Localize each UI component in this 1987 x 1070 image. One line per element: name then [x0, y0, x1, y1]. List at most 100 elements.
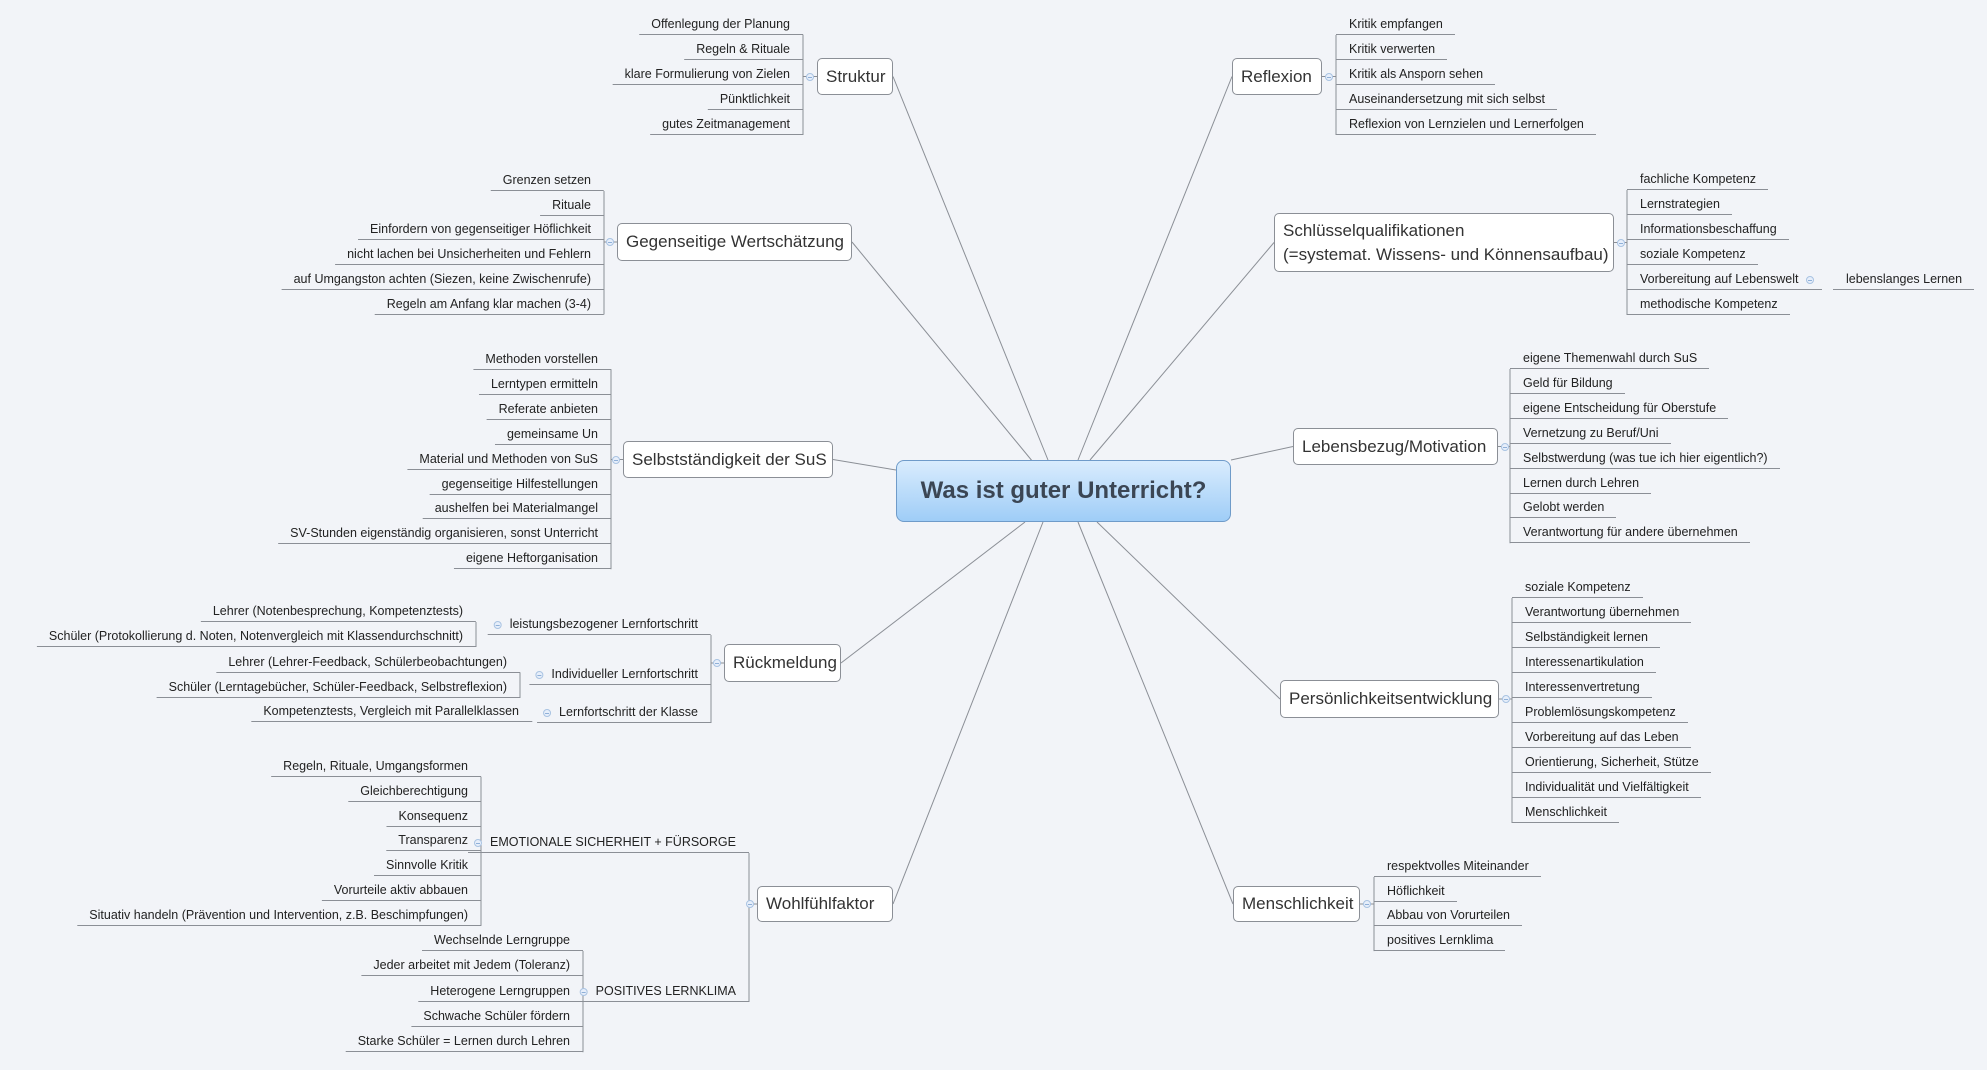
branch-wertschaetzung[interactable]: Gegenseitige Wertschätzung	[617, 223, 852, 261]
branch-reflexion[interactable]: Reflexion	[1232, 58, 1322, 95]
subtopic-wohlfuehlfaktor-0-4[interactable]: Sinnvolle Kritik	[374, 856, 481, 877]
collapse-toggle-icon[interactable]	[579, 988, 588, 996]
topic-wohlfuehlfaktor-0[interactable]: EMOTIONALE SICHERHEIT + FÜRSORGE	[468, 833, 749, 853]
topic-schluesselqualifikationen-5[interactable]: methodische Kompetenz	[1627, 295, 1790, 315]
central-topic[interactable]: Was ist guter Unterricht?	[896, 460, 1231, 522]
subtopic-wohlfuehlfaktor-0-3[interactable]: Transparenz	[386, 831, 481, 852]
topic-reflexion-3[interactable]: Auseinandersetzung mit sich selbst	[1336, 90, 1557, 110]
topic-selbststaendigkeit-1[interactable]: Lerntypen ermitteln	[478, 375, 611, 395]
collapse-toggle-icon[interactable]	[493, 621, 502, 629]
topic-rueckmeldung-2[interactable]: Lernfortschritt der Klasse	[537, 703, 711, 723]
topic-rueckmeldung-1[interactable]: Individueller Lernfortschritt	[529, 665, 711, 685]
collapse-toggle-icon[interactable]	[1501, 442, 1509, 451]
collapse-toggle-icon[interactable]	[1617, 238, 1625, 247]
topic-struktur-3[interactable]: Pünktlichkeit	[707, 90, 803, 110]
topic-persoenlichkeit-3[interactable]: Interessenartikulation	[1512, 653, 1656, 673]
subtopic-wohlfuehlfaktor-1-2[interactable]: Heterogene Lerngruppen	[418, 982, 583, 1002]
topic-menschlichkeit-1[interactable]: Höflichkeit	[1374, 882, 1457, 902]
subtopic-wohlfuehlfaktor-1-1[interactable]: Jeder arbeitet mit Jedem (Toleranz)	[361, 956, 583, 977]
topic-persoenlichkeit-2[interactable]: Selbständigkeit lernen	[1512, 628, 1660, 648]
topic-persoenlichkeit-0[interactable]: soziale Kompetenz	[1512, 578, 1643, 598]
subtopic-wohlfuehlfaktor-1-4[interactable]: Starke Schüler = Lernen durch Lehren	[345, 1032, 583, 1053]
branch-persoenlichkeit[interactable]: Persönlichkeitsentwicklung	[1280, 680, 1499, 718]
subtopic-rueckmeldung-1-0[interactable]: Lehrer (Lehrer-Feedback, Schülerbeobacht…	[216, 653, 520, 673]
topic-struktur-1[interactable]: Regeln & Rituale	[684, 40, 803, 60]
topic-lebensbezug-3[interactable]: Vernetzung zu Beruf/Uni	[1510, 424, 1671, 444]
subtopic-rueckmeldung-0-1[interactable]: Schüler (Protokollierung d. Noten, Noten…	[36, 627, 476, 647]
collapse-toggle-icon[interactable]	[1363, 900, 1371, 908]
topic-menschlichkeit-3[interactable]: positives Lernklima	[1374, 931, 1506, 952]
topic-schluesselqualifikationen-3[interactable]: soziale Kompetenz	[1627, 245, 1758, 265]
topic-struktur-4[interactable]: gutes Zeitmanagement	[650, 115, 803, 135]
topic-reflexion-1[interactable]: Kritik verwerten	[1336, 40, 1448, 60]
topic-lebensbezug-7[interactable]: Verantwortung für andere übernehmen	[1510, 523, 1750, 544]
topic-schluesselqualifikationen-2[interactable]: Informationsbeschaffung	[1627, 220, 1789, 240]
collapse-toggle-icon[interactable]	[746, 900, 754, 908]
branch-wohlfuehlfaktor[interactable]: Wohlfühlfaktor	[757, 886, 893, 922]
topic-reflexion-4[interactable]: Reflexion von Lernzielen und Lernerfolge…	[1336, 115, 1596, 135]
branch-rueckmeldung[interactable]: Rückmeldung	[724, 644, 841, 682]
topic-wohlfuehlfaktor-1[interactable]: POSITIVES LERNKLIMA	[573, 982, 749, 1002]
subtopic-rueckmeldung-0-0[interactable]: Lehrer (Notenbesprechung, Kompetenztests…	[200, 602, 476, 622]
topic-menschlichkeit-2[interactable]: Abbau von Vorurteilen	[1374, 906, 1523, 927]
topic-wertschaetzung-0[interactable]: Grenzen setzen	[490, 171, 604, 191]
topic-persoenlichkeit-6[interactable]: Vorbereitung auf das Leben	[1512, 728, 1691, 748]
subtopic-wohlfuehlfaktor-0-1[interactable]: Gleichberechtigung	[348, 782, 481, 802]
topic-persoenlichkeit-8[interactable]: Individualität und Vielfältigkeit	[1512, 778, 1701, 798]
topic-lebensbezug-4[interactable]: Selbstwerdung (was tue ich hier eigentli…	[1510, 449, 1780, 469]
collapse-toggle-icon[interactable]	[543, 709, 552, 717]
topic-schluesselqualifikationen-0[interactable]: fachliche Kompetenz	[1627, 170, 1769, 190]
topic-struktur-0[interactable]: Offenlegung der Planung	[639, 15, 803, 35]
topic-lebensbezug-0[interactable]: eigene Themenwahl durch SuS	[1510, 349, 1710, 369]
topic-reflexion-2[interactable]: Kritik als Ansporn sehen	[1336, 65, 1496, 85]
topic-selbststaendigkeit-6[interactable]: aushelfen bei Materialmangel	[422, 499, 611, 520]
topic-reflexion-0[interactable]: Kritik empfangen	[1336, 15, 1455, 35]
collapse-toggle-icon[interactable]	[474, 839, 482, 847]
topic-wertschaetzung-4[interactable]: auf Umgangston achten (Siezen, keine Zwi…	[281, 270, 604, 290]
collapse-toggle-icon[interactable]	[713, 659, 721, 667]
topic-wertschaetzung-2[interactable]: Einfordern von gegenseitiger Höflichkeit	[358, 220, 604, 241]
topic-rueckmeldung-0[interactable]: leistungsbezogener Lernfortschritt	[487, 615, 711, 635]
subtopic-schluesselqualifikationen-4-0[interactable]: lebenslanges Lernen	[1833, 270, 1975, 290]
topic-struktur-2[interactable]: klare Formulierung von Zielen	[612, 65, 803, 85]
branch-lebensbezug[interactable]: Lebensbezug/Motivation	[1293, 428, 1498, 465]
collapse-toggle-icon[interactable]	[1806, 276, 1815, 284]
branch-menschlichkeit[interactable]: Menschlichkeit	[1233, 886, 1360, 922]
subtopic-rueckmeldung-2-0[interactable]: Kompetenztests, Vergleich mit Parallelkl…	[251, 702, 532, 722]
topic-schluesselqualifikationen-4[interactable]: Vorbereitung auf Lebenswelt	[1627, 270, 1823, 290]
topic-selbststaendigkeit-2[interactable]: Referate anbieten	[486, 400, 611, 420]
subtopic-wohlfuehlfaktor-0-0[interactable]: Regeln, Rituale, Umgangsformen	[271, 757, 481, 777]
topic-wertschaetzung-5[interactable]: Regeln am Anfang klar machen (3-4)	[374, 295, 604, 315]
topic-selbststaendigkeit-5[interactable]: gegenseitige Hilfestellungen	[429, 475, 611, 495]
topic-lebensbezug-6[interactable]: Gelobt werden	[1510, 498, 1617, 519]
subtopic-wohlfuehlfaktor-0-6[interactable]: Situativ handeln (Prävention und Interve…	[77, 906, 481, 926]
topic-schluesselqualifikationen-1[interactable]: Lernstrategien	[1627, 195, 1732, 215]
topic-wertschaetzung-3[interactable]: nicht lachen bei Unsicherheiten und Fehl…	[335, 245, 604, 266]
collapse-toggle-icon[interactable]	[606, 238, 614, 246]
topic-persoenlichkeit-5[interactable]: Problemlösungskompetenz	[1512, 703, 1688, 723]
topic-selbststaendigkeit-7[interactable]: SV-Stunden eigenständig organisieren, so…	[278, 524, 611, 545]
topic-persoenlichkeit-9[interactable]: Menschlichkeit	[1512, 803, 1619, 823]
subtopic-wohlfuehlfaktor-0-5[interactable]: Vorurteile aktiv abbauen	[321, 881, 481, 901]
branch-struktur[interactable]: Struktur	[817, 58, 893, 95]
collapse-toggle-icon[interactable]	[1502, 695, 1510, 703]
branch-schluesselqualifikationen[interactable]: Schlüsselqualifikationen (=systemat. Wis…	[1274, 213, 1614, 272]
collapse-toggle-icon[interactable]	[806, 72, 814, 81]
topic-wertschaetzung-1[interactable]: Rituale	[540, 196, 604, 216]
subtopic-wohlfuehlfaktor-0-2[interactable]: Konsequenz	[386, 807, 481, 827]
topic-persoenlichkeit-4[interactable]: Interessenvertretung	[1512, 678, 1652, 698]
topic-persoenlichkeit-1[interactable]: Verantwortung übernehmen	[1512, 603, 1692, 623]
topic-selbststaendigkeit-8[interactable]: eigene Heftorganisation	[453, 549, 611, 570]
topic-selbststaendigkeit-0[interactable]: Methoden vorstellen	[473, 350, 611, 370]
topic-lebensbezug-1[interactable]: Geld für Bildung	[1510, 374, 1625, 394]
branch-selbststaendigkeit[interactable]: Selbstständigkeit der SuS	[623, 441, 833, 478]
subtopic-rueckmeldung-1-1[interactable]: Schüler (Lerntagebücher, Schüler-Feedbac…	[156, 678, 520, 698]
subtopic-wohlfuehlfaktor-1-3[interactable]: Schwache Schüler fördern	[411, 1007, 583, 1027]
topic-lebensbezug-2[interactable]: eigene Entscheidung für Oberstufe	[1510, 399, 1729, 419]
collapse-toggle-icon[interactable]	[535, 671, 544, 679]
topic-lebensbezug-5[interactable]: Lernen durch Lehren	[1510, 474, 1652, 494]
subtopic-wohlfuehlfaktor-1-0[interactable]: Wechselnde Lerngruppe	[422, 931, 583, 951]
collapse-toggle-icon[interactable]	[612, 455, 620, 464]
collapse-toggle-icon[interactable]	[1325, 72, 1333, 81]
topic-selbststaendigkeit-4[interactable]: Material und Methoden von SuS	[407, 450, 611, 470]
